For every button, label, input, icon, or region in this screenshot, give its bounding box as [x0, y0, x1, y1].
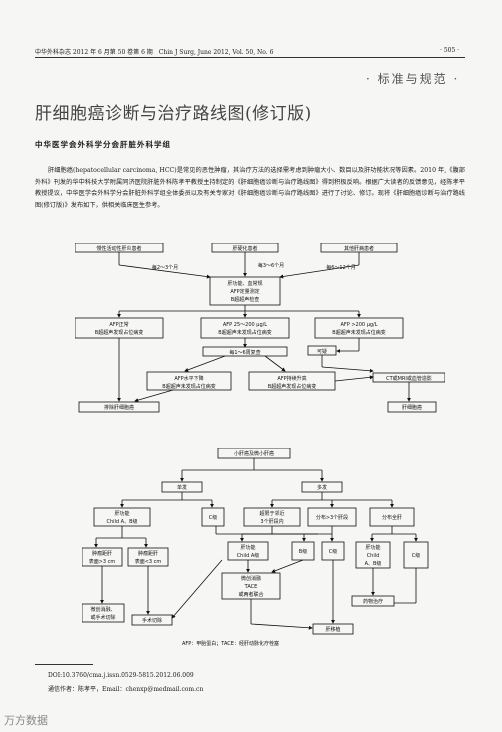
suspicious-label: 可疑 — [317, 348, 327, 355]
transplant-box — [312, 623, 354, 635]
combo-line-1: 微创消融 — [241, 575, 261, 582]
diagnosis-flowchart: 慢性活动性肝炎患者 肝硬化患者 其他肝病患者 每2～3个月 每3～6个月 每6～… — [75, 243, 445, 413]
exam-line-1: 肝功能、血常规 — [227, 280, 262, 287]
risk-hepatitis-label: 慢性活动性肝炎患者 — [96, 245, 141, 252]
increase-line-2: B超超声发现占位病变 — [268, 383, 316, 390]
exclude-box — [78, 401, 160, 413]
resection-label: 手术切除 — [142, 617, 162, 624]
flowchart-legend: AFP：甲胎蛋白；TACE：经肝动脉化疗栓塞 — [182, 640, 279, 647]
journal-header: 中华外科杂志 2012 年 6 月第 50 卷第 6 期 Chin J Surg… — [35, 49, 274, 56]
top-label: 小肝癌及微小肝癌 — [234, 450, 274, 457]
combo-line-2: TACE — [244, 584, 258, 590]
ablate-line-1: 微创消融、 — [90, 606, 115, 613]
result3-line-2: B超超声未发现占位病变 — [332, 329, 385, 336]
span-line-2: 3个肝段内 — [260, 518, 283, 525]
freq-label-2: 每3～6个月 — [258, 262, 284, 269]
exam-line-3: B超超声检查 — [231, 296, 259, 303]
treatment-flowchart: 小肝癌及微小肝癌 单发 多发 肝功能 Child A、B级 C级 超限于邻近 3… — [82, 448, 429, 647]
lf3-line-3: A、B级 — [365, 560, 382, 567]
whole-label: 分布全肝 — [382, 514, 402, 521]
c-grade-box-1 — [201, 507, 225, 527]
header-rule — [35, 57, 465, 58]
increase-line-1: AFP持续升高 — [277, 375, 306, 382]
lf3-line-2: Child — [367, 553, 380, 559]
tumor-near-line-2: 表面<3 cm — [135, 558, 162, 565]
ct-label: CT或MRI或血管造影 — [386, 375, 432, 382]
tumor-far-line-2: 表面>3 cm — [89, 558, 116, 565]
hcc-box — [387, 401, 437, 413]
multiple-label: 多发 — [317, 484, 327, 491]
lf2-line-1: 肝功能 — [240, 544, 255, 551]
result1-line-1: AFP正常 — [109, 321, 128, 328]
over3-label: 分布>3个肝段 — [316, 514, 348, 521]
c-grade-label-2: C级 — [329, 548, 338, 555]
footnote-rule — [35, 664, 93, 665]
span-line-1: 超限于邻近 — [259, 510, 284, 517]
single-label: 单发 — [177, 484, 187, 491]
doi-line: DOI:10.3760/cma.j.issn.0529-5815.2012.06… — [48, 672, 194, 679]
ablation-box — [82, 603, 125, 623]
intro-paragraph: 肝细胞癌(hepatocellular carcinoma, HCC)是常见的恶… — [35, 167, 465, 209]
decrease-line-2: B超超声未发现占位病变 — [162, 383, 215, 390]
recheck-label: 每1～6周复查 — [229, 349, 260, 356]
recheck-box — [202, 346, 288, 357]
drug-box — [351, 595, 395, 607]
tumor-far-line-1: 肿瘤距肝 — [92, 550, 112, 557]
exam-line-2: AFP定量测定 — [230, 288, 259, 295]
result3-line-1: AFP >200 μg/L — [340, 322, 377, 328]
lf2-line-2: Child A级 — [237, 552, 260, 559]
lf3-line-1: 肝功能 — [365, 544, 380, 551]
drug-label: 药物治疗 — [363, 598, 383, 605]
result2-line-2: B超超声未发现占位病变 — [218, 329, 271, 336]
b-grade-label: B级 — [299, 548, 307, 555]
result2-line-1: AFP 25～200 μg/L — [223, 322, 267, 328]
c-grade-label-3: C级 — [412, 552, 421, 559]
section-tag: · 标准与规范 · — [366, 72, 460, 86]
c-grade-label-1: C级 — [209, 514, 218, 521]
resection-box — [131, 614, 173, 626]
freq-label-1: 每2～3个月 — [152, 264, 178, 271]
decrease-box — [146, 371, 232, 391]
freq-label-3: 每6～12个月 — [326, 264, 356, 271]
contact-line: 通信作者：陈孝平，Email：chenxp@medmail.com.cn — [48, 686, 204, 693]
lf1-line-2: Child A、B级 — [106, 518, 137, 525]
hcc-label: 肝细胞癌 — [402, 404, 422, 411]
lf1-line-1: 肝功能 — [114, 510, 129, 517]
author-line: 中华医学会外科学分会肝脏外科学组 — [35, 140, 171, 149]
watermark: 万方数据 — [4, 714, 48, 727]
article-title: 肝细胞癌诊断与治疗路线图(修订版) — [35, 104, 312, 124]
tumor-near-line-1: 肿瘤距肝 — [138, 550, 158, 557]
transplant-label: 肝移植 — [325, 626, 340, 633]
risk-cirrhosis-label: 肝硬化患者 — [232, 245, 257, 252]
page-number: · 505 · — [440, 47, 460, 54]
ablate-line-2: 或手术切除 — [90, 614, 115, 621]
decrease-line-1: AFP水平下降 — [174, 375, 203, 382]
exclude-label: 排除肝细胞癌 — [104, 404, 134, 411]
risk-other-label: 其他肝病患者 — [344, 245, 374, 252]
result1-line-2: B超超声发现占位病变 — [95, 329, 143, 336]
combo-line-3: 或两者联合 — [238, 591, 263, 598]
